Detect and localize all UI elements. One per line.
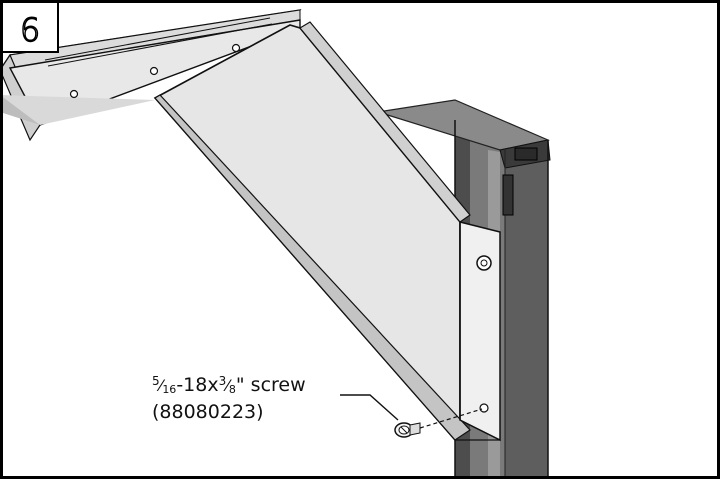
hole-icon xyxy=(69,43,492,413)
leader-line xyxy=(340,394,399,421)
gusset-bracket xyxy=(153,21,501,442)
part-number: (88080223) xyxy=(152,401,264,423)
screw-size-label: 5⁄16-18x3⁄8" screw xyxy=(152,374,306,396)
step-badge: 6 xyxy=(1,1,59,53)
thread-size: -18x xyxy=(176,374,218,396)
insertion-path xyxy=(419,408,483,429)
frac-numerator: 5 xyxy=(152,374,160,388)
horizontal-beam xyxy=(0,9,302,142)
frac-denominator: 16 xyxy=(162,383,176,396)
length-numerator: 3 xyxy=(219,374,227,388)
step-number: 6 xyxy=(20,11,40,49)
length-denominator: 8 xyxy=(229,383,236,396)
screw-icon xyxy=(394,422,421,438)
screw-suffix: " screw xyxy=(236,374,306,396)
